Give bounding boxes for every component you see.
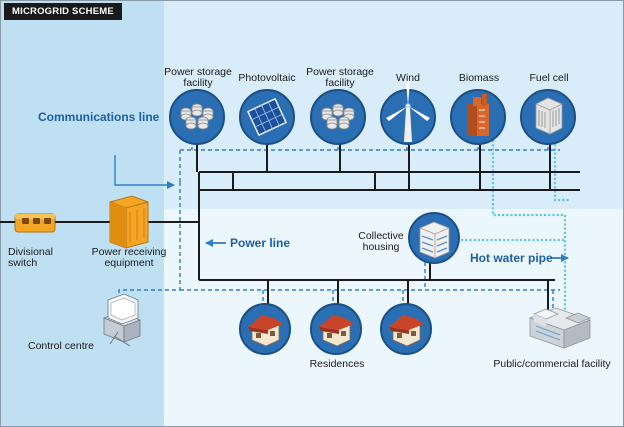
- comm-line-pointer: [114, 155, 175, 189]
- divisional-switch-icon: [8, 213, 62, 233]
- biomass-plant-icon: [450, 89, 506, 145]
- label-communications-line: Communications line: [38, 110, 160, 124]
- label-public-commercial-facility: Public/commercial facility: [493, 358, 611, 370]
- label-power-storage-1: Power storage facility: [164, 66, 232, 89]
- power-receiving-cabinet-icon: [109, 195, 149, 249]
- house-icon-1: [239, 303, 291, 355]
- label-power-storage-2: Power storage facility: [306, 66, 374, 89]
- label-divisional-switch: Divisional switch: [8, 246, 53, 269]
- wind-turbine-icon: [380, 80, 436, 145]
- label-biomass: Biomass: [458, 72, 500, 84]
- solar-panel-icon: [239, 89, 295, 145]
- label-residences: Residences: [309, 358, 365, 370]
- power-storage-icon-2: [310, 89, 366, 145]
- label-hot-water-pipe: Hot water pipe: [470, 251, 553, 265]
- label-photovoltaic: Photovoltaic: [238, 72, 296, 84]
- house-icon-3: [380, 303, 432, 355]
- commercial-building-icon: [528, 307, 592, 349]
- label-power-receiving-equipment: Power receiving equipment: [91, 246, 167, 269]
- house-icon-2: [310, 303, 362, 355]
- label-wind: Wind: [396, 72, 420, 84]
- diagram-title: MICROGRID SCHEME: [4, 3, 122, 20]
- label-fuel-cell: Fuel cell: [529, 72, 569, 84]
- hot-water-pipe-lines: [461, 140, 570, 320]
- label-collective-housing: Collective housing: [358, 230, 404, 253]
- computer-terminal-icon: [102, 293, 142, 347]
- label-power-line: Power line: [230, 236, 291, 250]
- fuel-cell-icon: [520, 89, 576, 145]
- label-control-centre: Control centre: [28, 340, 94, 352]
- apartment-icon: [408, 212, 460, 264]
- power-storage-icon-1: [169, 89, 225, 145]
